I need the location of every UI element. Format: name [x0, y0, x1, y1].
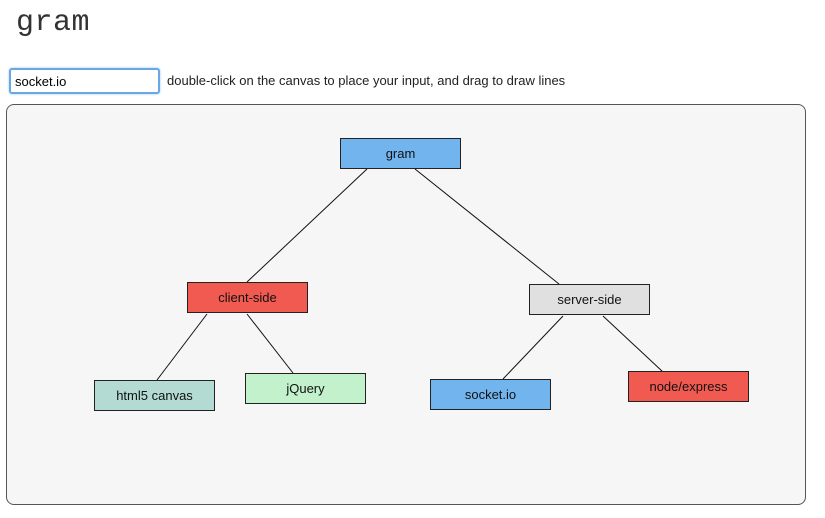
node-label-input[interactable]: [9, 68, 160, 94]
edge-gram-client-side: [246, 168, 368, 283]
node-node-express[interactable]: node/express: [628, 371, 749, 402]
node-server-side[interactable]: server-side: [529, 284, 650, 315]
edge-server-side-node-express: [602, 315, 664, 373]
diagram-canvas[interactable]: gram client-side server-side html5 canva…: [6, 104, 806, 505]
instructions-text: double-click on the canvas to place your…: [167, 73, 566, 88]
edge-client-side-jquery: [246, 313, 294, 374]
edge-server-side-socket-io: [502, 315, 564, 380]
node-jquery[interactable]: jQuery: [245, 373, 366, 404]
node-socket-io[interactable]: socket.io: [430, 379, 551, 410]
edge-gram-server-side: [414, 168, 560, 285]
app-title: gram: [16, 6, 91, 40]
edge-layer: [156, 168, 664, 381]
node-client-side[interactable]: client-side: [187, 282, 308, 313]
node-gram[interactable]: gram: [340, 138, 461, 169]
node-html5-canvas[interactable]: html5 canvas: [94, 380, 215, 411]
edge-client-side-html5-canvas: [156, 313, 208, 381]
